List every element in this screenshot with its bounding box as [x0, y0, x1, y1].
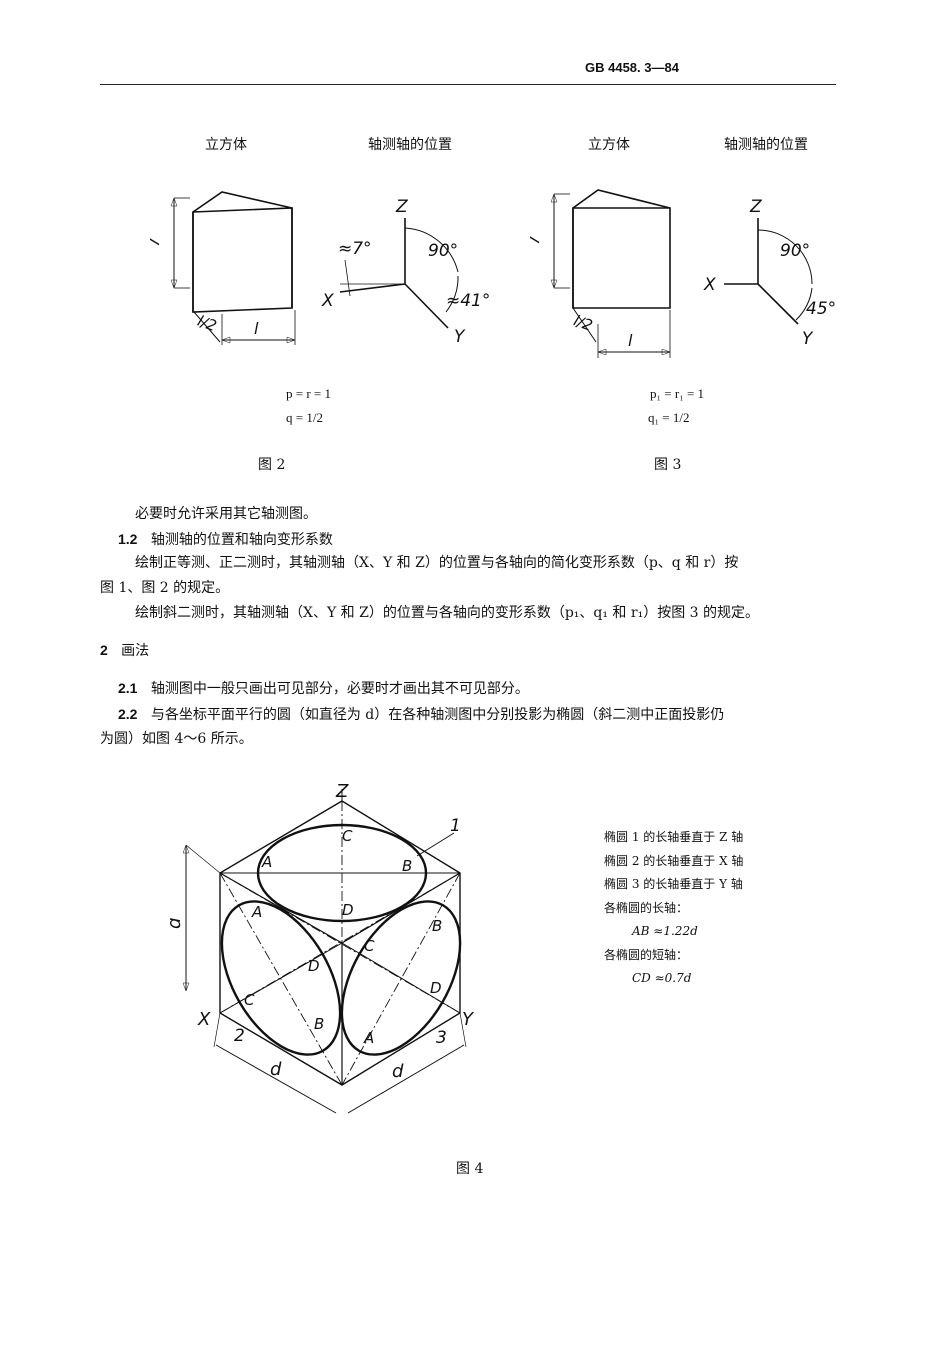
fig2-axis-y — [404, 283, 449, 329]
fig4-pt-a-3: A — [363, 1029, 374, 1047]
fig2-z-label: Z — [395, 197, 408, 217]
fig2-y-label: Y — [454, 327, 466, 347]
fig2-angle-90: 90° — [428, 241, 458, 261]
fig4-x-label: X — [197, 1009, 211, 1030]
section-2-1: 2.1 轴测图中一般只画出可见部分，必要时才画出其不可见部分。 — [118, 678, 529, 699]
section-1-2-heading: 1.2 轴测轴的位置和轴向变形系数 — [118, 529, 333, 550]
fig2-cube-front — [192, 207, 293, 313]
fig2-axis-label: 轴测轴的位置 — [368, 137, 452, 153]
fig3-cube-top — [572, 189, 671, 209]
fig2-axis-x — [339, 283, 406, 293]
fig4-ellipse-2-label: 2 — [234, 1026, 245, 1046]
section-2-heading: 2 画法 — [100, 640, 149, 661]
fig2-x-label: X — [321, 291, 334, 311]
fig4-pt-b-1: B — [402, 857, 412, 875]
fig4-caption: 图 4 — [456, 1161, 484, 1177]
fig3-cube-front — [572, 207, 671, 309]
section-2-1-number: 2.1 — [118, 680, 138, 696]
fig2-formula-2: q = 1/2 — [286, 410, 323, 425]
fig3-axis-y — [757, 283, 799, 325]
fig4-pt-a-1: A — [261, 853, 272, 871]
fig4-y-label: Y — [462, 1009, 475, 1030]
section-2-1-text: 轴测图中一般只画出可见部分，必要时才画出其不可见部分。 — [150, 681, 529, 697]
fig4-pt-c-1: C — [342, 827, 353, 845]
fig2-formula-1: p = r = 1 — [286, 386, 331, 401]
section-2-number: 2 — [100, 642, 108, 658]
fig4-pt-c-2: C — [244, 991, 255, 1009]
section-2-2-text: 与各坐标平面平行的圆（如直径为 d）在各种轴测图中分别投影为椭圆（斜二测中正面投… — [150, 707, 725, 723]
fig3-cube-label: 立方体 — [588, 137, 630, 153]
fig3-axis-label: 轴测轴的位置 — [724, 137, 808, 153]
fig4-ellipse-3-label: 3 — [436, 1028, 447, 1048]
fig3-y-label: Y — [802, 329, 814, 349]
fig2-cube-label: 立方体 — [205, 137, 247, 153]
fig4-note-2: 椭圆 2 的长轴垂直于 X 轴 — [604, 853, 744, 868]
fig4-notes: 椭圆 1 的长轴垂直于 Z 轴 椭圆 2 的长轴垂直于 X 轴 椭圆 3 的长轴… — [604, 826, 743, 991]
fig3-angle-45: 45° — [806, 299, 836, 319]
fig2-angle-7: ≈7° — [338, 239, 372, 259]
section-1-2-title: 轴测轴的位置和轴向变形系数 — [150, 532, 333, 548]
fig4-pt-a-2: A — [251, 903, 262, 921]
fig2-edge-l-bottom: l — [254, 319, 259, 338]
fig4-note-4: 各椭圆的长轴： — [604, 900, 689, 915]
fig4-dim-d-left: d — [170, 917, 185, 929]
fig3-formula-1: p₁ = r₁ = 1 — [650, 386, 705, 401]
section-1-2-number: 1.2 — [118, 531, 138, 547]
fig4-note-3: 椭圆 3 的长轴垂直于 Y 轴 — [604, 877, 743, 891]
standard-number: GB 4458. 3—84 — [585, 60, 679, 75]
fig4-ellipse-1 — [256, 823, 428, 923]
fig2-drawing: l l l/2 Z X Y ≈7° 90° ≈41° — [150, 191, 490, 347]
fig4-dim-d-bottom-right: d — [392, 1061, 404, 1082]
fig2-edge-l-left: l — [150, 236, 164, 247]
fig3-edge-half: l/2 — [571, 311, 595, 334]
fig3-angle-90: 90° — [780, 241, 810, 261]
fig4-note-7: CD ≈0.7d — [632, 971, 692, 985]
fig4-note-6: 各椭圆的短轴： — [604, 947, 689, 962]
para-oblique: 绘制斜二测时，其轴测轴（X、Y 和 Z）的位置与各轴向的变形系数（p₁、q₁ 和… — [135, 605, 759, 621]
section-2-2: 2.2 与各坐标平面平行的圆（如直径为 d）在各种轴测图中分别投影为椭圆（斜二测… — [118, 704, 724, 725]
section-2-title: 画法 — [121, 643, 150, 659]
fig4-pt-c-3: C — [364, 937, 375, 955]
fig3-edge-l-left: l — [530, 234, 544, 245]
fig2-arc-90 — [404, 227, 459, 273]
fig4-ellipse-1-label: 1 — [450, 816, 461, 836]
fig4-ellipse-3 — [340, 900, 462, 1056]
fig4-pt-d-3: D — [430, 979, 442, 997]
fig2-cube-top — [192, 191, 293, 213]
fig4-pt-d-1: D — [342, 901, 354, 919]
fig4-cube-outline — [219, 800, 461, 1086]
para-other-axonometric: 必要时允许采用其它轴测图。 — [135, 506, 317, 522]
fig2-angle-41: ≈41° — [446, 291, 490, 311]
fig3-caption: 图 3 — [654, 457, 682, 473]
fig4-pt-b-2: B — [314, 1015, 324, 1033]
fig3-drawing: l l l/2 Z X Y 90° 45° — [530, 189, 836, 358]
section-2-2-number: 2.2 — [118, 706, 138, 722]
fig2-edge-half: l/2 — [195, 312, 219, 335]
fig3-arc-90 — [757, 229, 813, 285]
fig3-z-label: Z — [749, 197, 762, 217]
fig4-pt-b-3: B — [432, 917, 442, 935]
fig4-ellipse-2 — [220, 900, 342, 1056]
section-2-2-line2: 为圆）如图 4～6 所示。 — [100, 731, 253, 747]
fig3-edge-l-bottom: l — [628, 331, 633, 350]
fig4-z-label: Z — [335, 781, 349, 802]
fig4-note-1: 椭圆 1 的长轴垂直于 Z 轴 — [604, 830, 744, 844]
fig4-dim-d-bottom-left: d — [270, 1059, 282, 1080]
para-isometric-line2: 图 1、图 2 的规定。 — [100, 580, 230, 596]
fig4-drawing: Z X Y d d d 1 2 3 A B C D A B C D A B C … — [170, 781, 475, 1114]
fig4-pt-d-2: D — [308, 957, 320, 975]
fig3-formula-2: q₁ = 1/2 — [648, 410, 690, 425]
header-rule — [100, 84, 836, 85]
para-isometric-line1: 绘制正等测、正二测时，其轴测轴（X、Y 和 Z）的位置与各轴向的简化变形系数（p… — [135, 555, 739, 571]
fig4-note-5: AB ≈1.22d — [632, 924, 698, 938]
fig2-caption: 图 2 — [258, 457, 286, 473]
fig3-x-label: X — [703, 275, 716, 295]
